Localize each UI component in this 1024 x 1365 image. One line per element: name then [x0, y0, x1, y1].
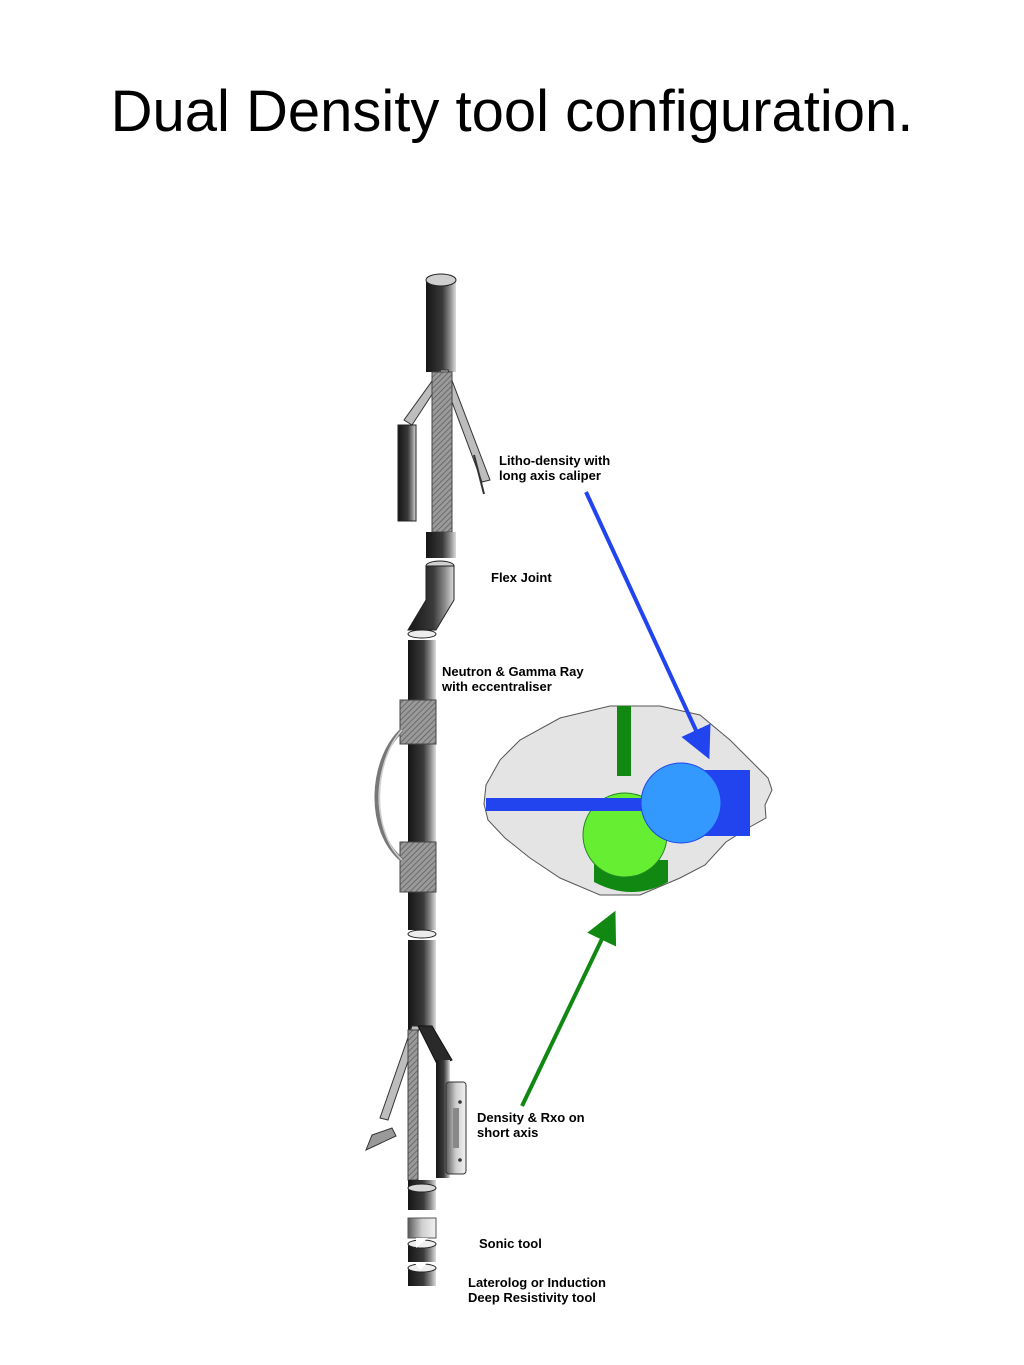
label-litho-line-1: Litho-density with [499, 453, 611, 468]
borehole-cross-section [483, 705, 773, 896]
litho-density-section [397, 273, 491, 558]
eccentraliser-spring [374, 728, 404, 862]
litho-arrow [584, 491, 711, 760]
short-axis-upper [617, 706, 631, 776]
caliper-pad [397, 424, 417, 522]
label-laterolog-line-2: Deep Resistivity tool [468, 1290, 596, 1305]
label-litho-density: Litho-density with long axis caliper [499, 453, 610, 483]
page-title: Dual Density tool configuration. [110, 79, 914, 144]
label-density-line-2: short axis [477, 1125, 539, 1140]
density-arrow [520, 910, 617, 1107]
neutron-gamma-section [374, 640, 437, 939]
flex-joint [407, 560, 455, 639]
label-density-rxo: Density & Rxo on short axis [477, 1110, 585, 1140]
label-laterolog: Laterolog or Induction Deep Resistivity … [468, 1275, 606, 1305]
label-laterolog-line-1: Laterolog or Induction [468, 1275, 606, 1290]
label-litho-line-2: long axis caliper [499, 468, 601, 483]
sonic-laterolog-segments [407, 1217, 437, 1286]
label-neutron-gamma: Neutron & Gamma Ray with eccentraliser [442, 664, 584, 694]
label-flex-joint: Flex Joint [491, 570, 552, 585]
litho-density-tool-circle [640, 762, 722, 844]
long-axis-bar [486, 798, 644, 811]
eccentraliser-clamp-bottom [399, 841, 437, 893]
label-neutron-line-1: Neutron & Gamma Ray [442, 664, 584, 679]
eccentraliser-clamp-top [399, 699, 437, 745]
label-sonic-tool: Sonic tool [479, 1236, 542, 1251]
label-density-line-1: Density & Rxo on [477, 1110, 585, 1125]
label-neutron-line-2: with eccentraliser [442, 679, 552, 694]
density-section [365, 940, 467, 1210]
